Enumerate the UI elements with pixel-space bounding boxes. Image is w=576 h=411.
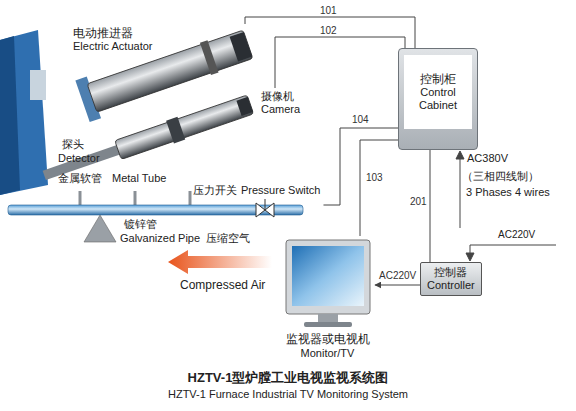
camera-body — [115, 95, 254, 159]
controller-box: 控制器Controller — [420, 262, 482, 296]
signal-wire — [275, 37, 405, 88]
wall-port — [30, 70, 46, 100]
wire-number: 201 — [408, 196, 429, 207]
wire-number: AC220V — [377, 270, 418, 281]
node-label-cn: 电动推进器 — [73, 26, 133, 40]
actuator-end — [230, 32, 253, 61]
signal-wire — [375, 285, 420, 286]
valve-symbol — [256, 199, 274, 217]
part-label: 压缩空气 — [206, 232, 250, 245]
node-label-en: Control Cabinet — [404, 86, 472, 112]
valve-stem — [265, 199, 266, 210]
actuator-label-box: 电动推进器Electric Actuator — [70, 24, 250, 56]
part-label: AC380V — [467, 152, 508, 165]
monitor-neck — [318, 314, 338, 322]
furnace-wall — [0, 30, 48, 195]
supply-lines — [456, 151, 556, 261]
camera — [40, 93, 254, 187]
diagram-caption: HZTV-1 Furnace Industrial TV Monitoring … — [0, 388, 576, 401]
part-label: 金属软管 — [58, 172, 102, 185]
wall-edge — [0, 36, 20, 195]
compressed-air-arrow — [168, 250, 272, 274]
node-label-cn: 控制柜 — [420, 72, 456, 86]
monitor-base — [304, 322, 352, 327]
signal-wire — [360, 140, 398, 236]
pressure-switch-box: 压力开关 Pressure Switch — [190, 182, 323, 222]
node-label-en: Controller — [427, 279, 475, 292]
camera-label-box: 摄像机Camera — [258, 88, 308, 118]
arrow-head — [456, 151, 464, 159]
part-label: 3 Phases 4 wires — [466, 186, 550, 199]
camera-ring — [166, 117, 185, 144]
node-label-en: Monitor/TV — [301, 347, 355, 360]
node-label-en: Pressure Switch — [241, 184, 320, 197]
monitor-screen — [292, 246, 364, 306]
metal-tube — [189, 191, 192, 205]
signal-wire — [245, 17, 415, 48]
part-label: 探头 — [62, 138, 84, 151]
wall-panel — [0, 30, 48, 195]
node-label-cn: 摄像机 — [261, 90, 294, 103]
wire-number: 101 — [318, 5, 339, 16]
control-cabinet: 控制柜Control Cabinet — [398, 48, 478, 150]
part-label: AC220V — [498, 229, 535, 241]
signal-wire — [323, 128, 398, 205]
signal-wire — [430, 150, 431, 262]
part-label: Detector — [58, 152, 100, 165]
node-label-en: Camera — [261, 103, 300, 116]
wire-number: 103 — [364, 172, 385, 183]
diagram-title: HZTV-1型炉膛工业电视监视系统图 — [0, 370, 576, 386]
monitor-picture — [286, 240, 370, 327]
node-label-cn: 控制器 — [434, 266, 467, 279]
part-label: 镀锌管 — [124, 218, 157, 231]
node-label-cn: 压力开关 — [193, 184, 237, 197]
node-label-en: Electric Actuator — [73, 40, 152, 53]
ac380-line — [460, 156, 461, 228]
part-label: Galvanized Pipe — [120, 232, 200, 245]
monitor-box: 监视器或电视机Monitor/TV — [280, 236, 375, 362]
part-label: Metal Tube — [112, 172, 166, 185]
actuator-band — [200, 40, 219, 75]
part-label: Compressed Air — [180, 278, 265, 292]
part-label: （三相四线制） — [462, 170, 539, 183]
camera-end — [236, 97, 253, 116]
metal-tube — [134, 191, 137, 205]
metal-tubes — [80, 191, 190, 205]
metal-tube — [79, 191, 82, 205]
ac220-line — [470, 245, 556, 256]
wire-number: 104 — [350, 114, 371, 125]
node-label-cn: 监视器或电视机 — [286, 332, 370, 346]
pipe-support — [84, 215, 116, 242]
monitor-frame — [286, 240, 370, 314]
arrow-head — [466, 253, 474, 261]
wire-number: 102 — [318, 25, 339, 36]
